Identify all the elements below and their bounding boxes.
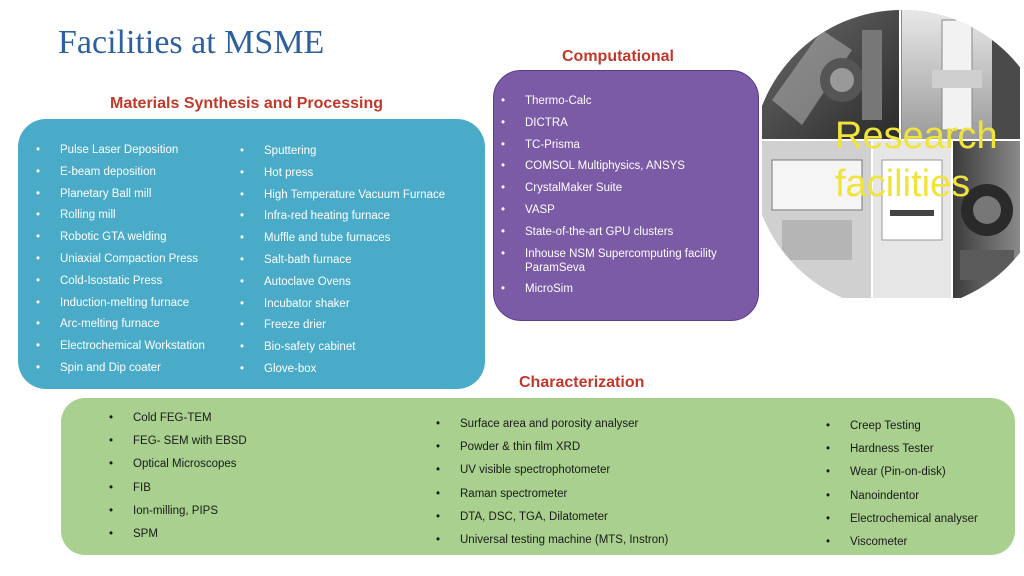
synthesis-item: Cold-Isostatic Press <box>36 274 231 288</box>
research-overlay-line2: facilities <box>835 163 971 205</box>
synthesis-item: Hot press <box>240 166 480 180</box>
synthesis-item: Induction-melting furnace <box>36 296 231 310</box>
characterization-item: Viscometer <box>826 535 1006 549</box>
characterization-item: Nanoindentor <box>826 489 1006 503</box>
synthesis-item: Spin and Dip coater <box>36 361 231 375</box>
synthesis-item: Freeze drier <box>240 318 480 332</box>
characterization-item: FIB <box>109 481 329 495</box>
synthesis-heading: Materials Synthesis and Processing <box>110 95 383 112</box>
synthesis-item: E-beam deposition <box>36 165 231 179</box>
synthesis-item: High Temperature Vacuum Furnace <box>240 188 480 202</box>
computational-item: State-of-the-art GPU clusters <box>501 225 741 239</box>
computational-panel <box>493 70 759 321</box>
computational-item: MicroSim <box>501 282 741 296</box>
characterization-item: Cold FEG-TEM <box>109 411 329 425</box>
characterization-item: Hardness Tester <box>826 442 1006 456</box>
synthesis-item: Electrochemical Workstation <box>36 339 231 353</box>
synthesis-item: Incubator shaker <box>240 297 480 311</box>
synthesis-item: Glove-box <box>240 362 480 376</box>
synthesis-list-left: Pulse Laser DepositionE-beam depositionP… <box>36 143 231 383</box>
synthesis-item: Salt-bath furnace <box>240 253 480 267</box>
characterization-item: Wear (Pin-on-disk) <box>826 465 1006 479</box>
synthesis-item: Rolling mill <box>36 208 231 222</box>
synthesis-item: Uniaxial Compaction Press <box>36 252 231 266</box>
characterization-item: Electrochemical analyser <box>826 512 1006 526</box>
characterization-item: DTA, DSC, TGA, Dilatometer <box>436 510 736 524</box>
computational-heading: Computational <box>562 48 674 65</box>
characterization-item: UV visible spectrophotometer <box>436 463 736 477</box>
computational-item: COMSOL Multiphysics, ANSYS <box>501 159 741 173</box>
computational-item: VASP <box>501 203 741 217</box>
characterization-list-left: Cold FEG-TEM FEG- SEM with EBSD Optical Mi… <box>109 411 329 550</box>
synthesis-item: Infra-red heating furnace <box>240 209 480 223</box>
synthesis-item: Sputtering <box>240 144 480 158</box>
characterization-list-middle: Surface area and porosity analyserPowder… <box>436 417 736 556</box>
characterization-item: Universal testing machine (MTS, Instron) <box>436 533 736 547</box>
characterization-item: Ion-milling, PIPS <box>109 504 329 518</box>
synthesis-item: Planetary Ball mill <box>36 187 231 201</box>
characterization-list-right: Creep TestingHardness TesterWear (Pin-on… <box>826 419 1006 558</box>
synthesis-item: Autoclave Ovens <box>240 275 480 289</box>
characterization-item: Optical Microscopes <box>109 457 329 471</box>
synthesis-item: Pulse Laser Deposition <box>36 143 231 157</box>
synthesis-list-right: SputteringHot pressHigh Temperature Vacu… <box>240 144 480 384</box>
research-overlay-line1: Research <box>835 115 998 157</box>
characterization-heading: Characterization <box>519 374 645 391</box>
computational-list: Thermo-CalcDICTRA TC-PrismaCOMSOL Multiph… <box>501 94 741 304</box>
page-title: Facilities at MSME <box>58 24 325 61</box>
computational-item: Inhouse NSM Supercomputing facility Para… <box>501 247 741 275</box>
synthesis-item: Muffle and tube furnaces <box>240 231 480 245</box>
characterization-item: FEG- SEM with EBSD <box>109 434 329 448</box>
synthesis-item: Arc-melting furnace <box>36 317 231 331</box>
characterization-item: Creep Testing <box>826 419 1006 433</box>
characterization-item: Powder & thin film XRD <box>436 440 736 454</box>
computational-item: CrystalMaker Suite <box>501 181 741 195</box>
research-facilities-photo <box>762 10 1020 298</box>
characterization-item: Raman spectrometer <box>436 487 736 501</box>
characterization-item: Surface area and porosity analyser <box>436 417 736 431</box>
synthesis-item: Robotic GTA welding <box>36 230 231 244</box>
computational-item: DICTRA <box>501 116 741 130</box>
computational-item: TC-Prisma <box>501 138 741 152</box>
synthesis-item: Bio-safety cabinet <box>240 340 480 354</box>
computational-item: Thermo-Calc <box>501 94 741 108</box>
characterization-item: SPM <box>109 527 329 541</box>
